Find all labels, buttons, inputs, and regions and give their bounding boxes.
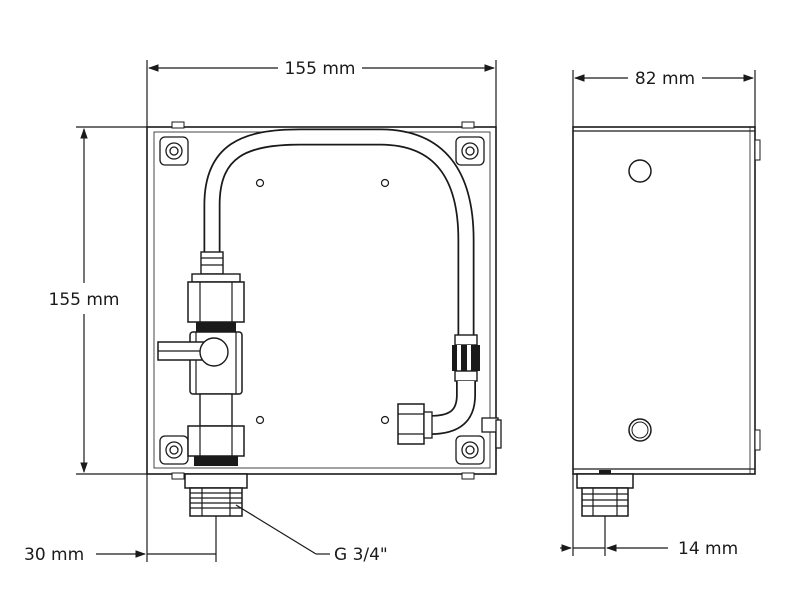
- inlet-nut: [187, 273, 245, 323]
- dim-side-depth-label: 82 mm: [635, 69, 695, 89]
- dim-front-height: 155 mm: [49, 126, 147, 475]
- dim-side-depth: 82 mm: [572, 69, 756, 127]
- corner-hole-top-left: [159, 136, 189, 166]
- dim-front-height-label: 155 mm: [49, 290, 120, 310]
- hose-ferrule-left: [200, 251, 224, 275]
- thread-callout-label: G 3/4": [334, 545, 388, 565]
- front-view: [146, 121, 502, 517]
- dim-offset-side: 14 mm: [560, 474, 738, 559]
- dim-offset-left: 30 mm: [24, 474, 217, 565]
- outlet-nut: [187, 425, 245, 466]
- flexible-hose: [203, 128, 475, 335]
- dim-offset-left-label: 30 mm: [24, 545, 84, 565]
- dim-front-width-label: 155 mm: [285, 59, 356, 79]
- ball-valve: [157, 322, 243, 427]
- elbow-connector: [397, 381, 476, 445]
- thread-callout: G 3/4": [235, 504, 388, 565]
- side-view: [572, 126, 761, 517]
- side-housing: [572, 126, 756, 475]
- screw-holes: [255, 178, 390, 425]
- frame-tab: [171, 121, 185, 129]
- frame-tab: [461, 472, 475, 480]
- threaded-outlet: [184, 473, 248, 517]
- frame-tab: [171, 472, 185, 480]
- corner-hole-bottom-right: [455, 435, 485, 465]
- dim-offset-side-label: 14 mm: [678, 539, 738, 559]
- frame-tab: [461, 121, 475, 129]
- corner-hole-top-right: [455, 136, 485, 166]
- hose-fitting-right: [452, 334, 480, 382]
- side-hole-top: [628, 159, 652, 183]
- side-threaded-outlet: [576, 470, 634, 517]
- dim-front-width: 155 mm: [146, 59, 497, 127]
